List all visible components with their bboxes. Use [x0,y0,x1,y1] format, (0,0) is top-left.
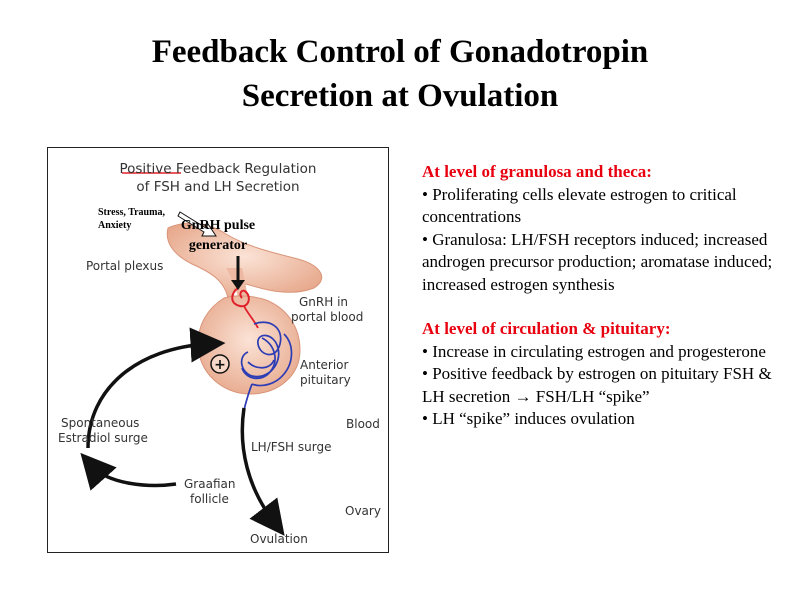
heading-granulosa: At level of granulosa and theca: [422,162,652,181]
lhfsh-to-ovulation-arrow [240,407,285,536]
estradiol-to-pituitary-arrow [86,327,226,449]
spont-line-2: Estradiol surge [58,431,148,445]
lhfsh-surge-label: LH/FSH surge [251,440,332,454]
figure-heading: Positive Feedback Regulation of FSH and … [118,160,318,196]
gnrh-line-1: GnRH in [299,295,349,309]
section-gap [422,296,782,318]
graafian-follicle-label: Graafian follicle [184,477,235,507]
stress-line-1: Stress, Trauma, [98,207,165,218]
pituitary-gland-shape [197,295,301,395]
feedback-figure: + Positive Feedback Regulation of FSH an… [47,147,389,553]
anterior-pituitary-vessels [240,321,293,411]
gnrh-down-arrowhead [231,280,245,290]
heading-circulation: At level of circulation & pituitary: [422,319,671,338]
spontaneous-estradiol-label: Spontaneous Estradiol surge [58,416,148,446]
slide-title: Feedback Control of Gonadotropin Secreti… [40,30,760,118]
anterior-line-2: pituitary [300,373,351,387]
gnrh-pulse-generator-label: GnRH pulse generator [173,216,263,256]
portal-vessel-red [243,305,259,329]
blood-label: Blood [346,417,380,431]
anterior-line-1: Anterior [300,358,349,372]
plus-sign: + [214,357,226,373]
stress-arrow [177,211,217,237]
portal-plexus-label: Portal plexus [86,259,164,273]
spont-line-1: Spontaneous [61,416,140,430]
gnrh-portal-blood-label: GnRH in portal blood [291,295,363,325]
portal-plexus-vessels [231,287,250,308]
graafian-line-2: follicle [190,492,229,506]
explanation-text: At level of granulosa and theca: • Proli… [422,161,782,431]
ovary-label: Ovary [345,504,381,518]
bullet-1-1: • Proliferating cells elevate estrogen t… [422,184,737,227]
figure-drawing: + [80,172,323,536]
positive-word: Positive [119,161,172,177]
stress-label: Stress, Trauma, Anxiety [98,206,165,232]
anterior-pituitary-label: Anterior pituitary [300,358,351,388]
gnrh-gen-line-2: generator [188,238,248,253]
hypothalamus-shape [166,222,323,299]
gnrh-line-2: portal blood [291,310,364,324]
title-line-2: Secretion at Ovulation [241,78,559,114]
ovulation-label: Ovulation [250,532,308,546]
bullet-2-1: • Increase in circulating estrogen and p… [422,341,766,361]
title-line-1: Feedback Control of Gonadotropin [151,34,649,70]
bullet-2-3: • LH “spike” induces ovulation [422,409,635,428]
bullet-2-2: • Positive feedback by estrogen on pitui… [422,364,772,406]
graafian-line-1: Graafian [184,477,236,491]
heading-rest: Feedback Regulation [171,161,317,177]
follicle-to-estradiol-arrow [80,452,177,491]
bullet-1-2: • Granulosa: LH/FSH receptors induced; i… [422,229,773,294]
stress-line-2: Anxiety [98,220,132,231]
gnrh-gen-line-1: GnRH pulse [180,218,256,233]
heading-line-2: of FSH and LH Secretion [136,179,300,195]
